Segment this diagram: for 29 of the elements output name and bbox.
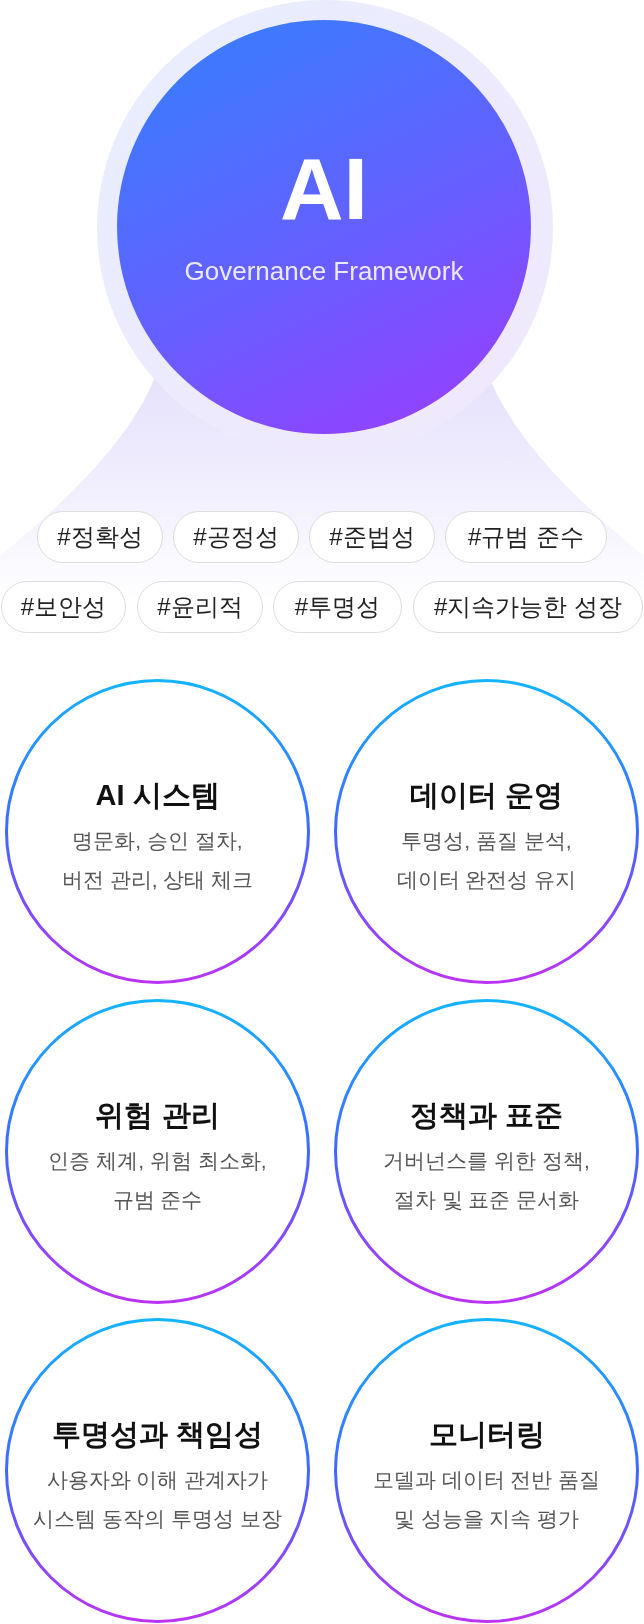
topic-heading: 투명성과 책임성 xyxy=(50,1417,265,1452)
hashtag-pill: #보안성 xyxy=(1,581,126,633)
topic-circle xyxy=(5,999,310,1304)
hashtag-pill: #준법성 xyxy=(309,511,435,563)
hub-subtitle: Governance Framework xyxy=(184,256,464,286)
topic-circle xyxy=(5,679,310,984)
topic-circle xyxy=(334,679,639,984)
topic-heading: 위험 관리 xyxy=(94,1098,221,1133)
topic-description: 거버넌스를 위한 정책, 절차 및 표준 문서화 xyxy=(382,1148,591,1213)
topic-description: 투명성, 품질 분석, 데이터 완전성 유지 xyxy=(395,828,578,893)
topic-description: 명문화, 승인 절차, 버전 관리, 상태 체크 xyxy=(60,828,255,893)
topic-circle xyxy=(5,1318,310,1623)
hashtag-pill: #공정성 xyxy=(173,511,299,563)
hashtag-pill: #투명성 xyxy=(273,581,402,633)
hashtag-pill: #규범 준수 xyxy=(445,511,607,563)
hub-circle xyxy=(117,20,531,434)
topic-description: 모델과 데이터 전반 품질 및 성능을 지속 평가 xyxy=(371,1467,602,1532)
hashtag-pill: #정확성 xyxy=(37,511,163,563)
topic-description: 인증 체계, 위험 최소화, 규범 준수 xyxy=(47,1148,268,1213)
topic-heading: AI 시스템 xyxy=(94,778,221,813)
hub-title: AI xyxy=(280,145,368,233)
topic-heading: 데이터 운영 xyxy=(408,778,565,813)
topic-heading: 모니터링 xyxy=(427,1417,546,1452)
topic-heading: 정책과 표준 xyxy=(408,1098,565,1133)
hashtag-pill: #윤리적 xyxy=(137,581,263,633)
topic-circle xyxy=(334,1318,639,1623)
topic-circle xyxy=(334,999,639,1304)
hashtag-pill: #지속가능한 성장 xyxy=(413,581,643,633)
topic-description: 사용자와 이해 관계자가 시스템 동작의 투명성 보장 xyxy=(32,1467,283,1532)
